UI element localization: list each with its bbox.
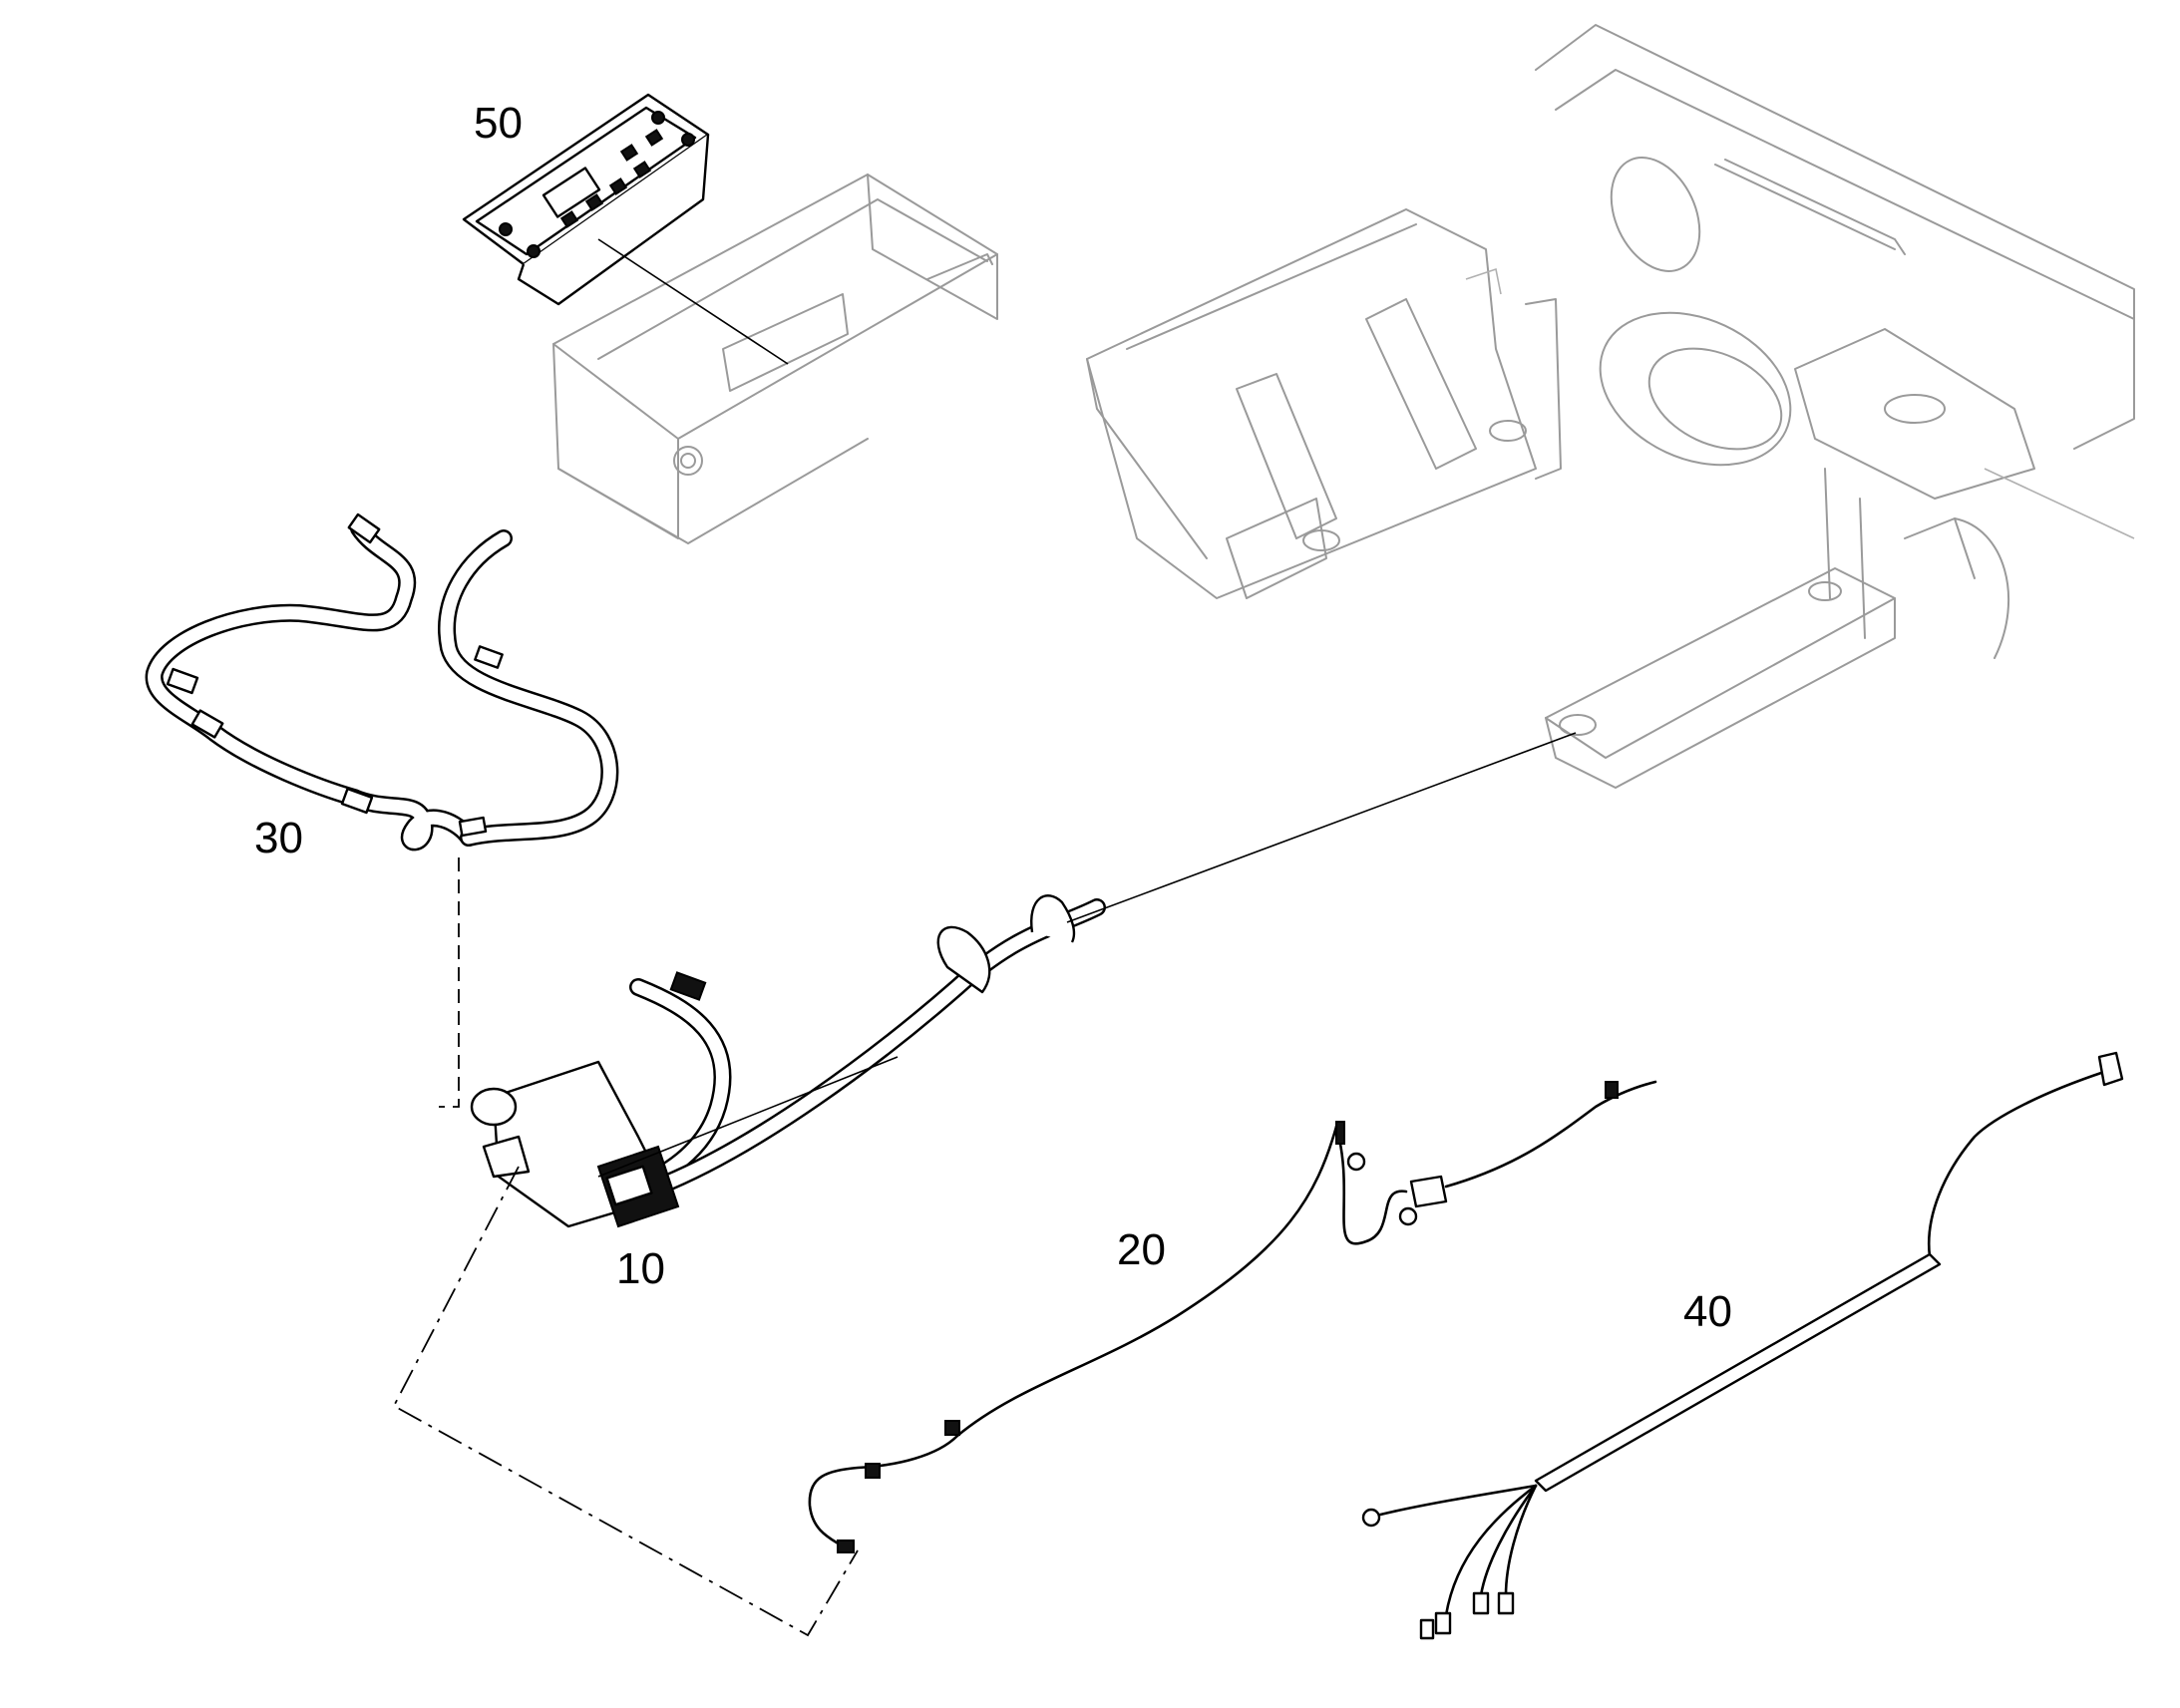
- callout-30: 30: [254, 814, 303, 862]
- callout-50: 50: [474, 99, 523, 148]
- callout-10: 10: [616, 1244, 665, 1293]
- callout-20: 20: [1117, 1225, 1166, 1274]
- control-panel: [462, 93, 710, 306]
- control-panel-leader: [597, 238, 789, 365]
- callout-40: 40: [1683, 1287, 1732, 1336]
- heater-leader-a: [597, 1056, 899, 1178]
- cable-with-terminals: [1361, 1051, 2124, 1640]
- heater-frame-leader: [1066, 732, 1577, 923]
- hoses-dashed-leader: [439, 857, 460, 1108]
- wiring-harness: [808, 1080, 1657, 1553]
- heater-dashdot-leader: [392, 1166, 859, 1637]
- machine-frame: [552, 24, 2135, 789]
- heater-unit: [470, 894, 1106, 1228]
- coolant-hoses: [145, 512, 619, 852]
